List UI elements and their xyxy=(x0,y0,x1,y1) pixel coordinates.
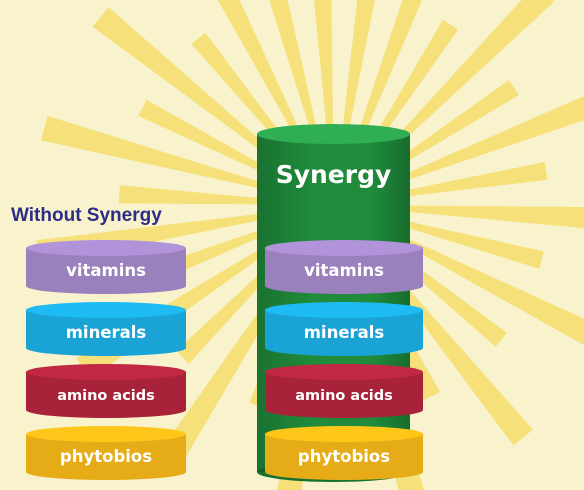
disc-vitamins-bottom xyxy=(26,278,186,294)
disc-phytobios: phytobios xyxy=(26,426,186,480)
synergy-title: Synergy xyxy=(276,160,392,189)
synergy-disc-amino-acids: amino acids xyxy=(265,364,423,418)
without-synergy-title: Without Synergy xyxy=(11,205,162,226)
synergy-disc-vitamins-label: vitamins xyxy=(304,261,384,280)
disc-phytobios-bottom xyxy=(26,464,186,480)
disc-vitamins: vitamins xyxy=(26,240,186,294)
disc-minerals-label: minerals xyxy=(66,323,147,342)
synergy-disc-minerals-bottom xyxy=(265,340,423,356)
synergy-disc-phytobios-top xyxy=(265,426,423,442)
disc-minerals-top xyxy=(26,302,186,318)
synergy-disc-minerals: minerals xyxy=(265,302,423,356)
synergy-disc-vitamins-top xyxy=(265,240,423,256)
disc-amino-acids-label: amino acids xyxy=(57,388,155,404)
disc-amino-acids: amino acids xyxy=(26,364,186,418)
disc-phytobios-label: phytobios xyxy=(60,447,152,466)
synergy-disc-phytobios-bottom xyxy=(265,464,423,480)
synergy-disc-phytobios: phytobios xyxy=(265,426,423,480)
disc-phytobios-top xyxy=(26,426,186,442)
synergy-disc-vitamins-bottom xyxy=(265,278,423,294)
disc-amino-acids-bottom xyxy=(26,402,186,418)
disc-vitamins-top xyxy=(26,240,186,256)
disc-minerals: minerals xyxy=(26,302,186,356)
synergy-disc-minerals-label: minerals xyxy=(304,323,385,342)
disc-amino-acids-top xyxy=(26,364,186,380)
synergy-disc-amino-acids-top xyxy=(265,364,423,380)
synergy-cylinder-top xyxy=(257,124,410,144)
disc-vitamins-label: vitamins xyxy=(66,261,146,280)
synergy-disc-amino-acids-label: amino acids xyxy=(295,388,393,404)
synergy-disc-minerals-top xyxy=(265,302,423,318)
synergy-disc-amino-acids-bottom xyxy=(265,402,423,418)
disc-minerals-bottom xyxy=(26,340,186,356)
synergy-disc-vitamins: vitamins xyxy=(265,240,423,294)
synergy-disc-phytobios-label: phytobios xyxy=(298,447,390,466)
